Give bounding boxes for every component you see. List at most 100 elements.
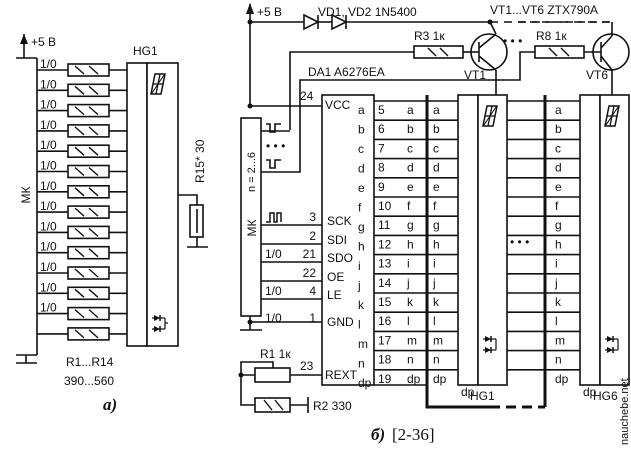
ic-output-label: j bbox=[357, 279, 361, 293]
ic-output-label: n bbox=[358, 357, 365, 371]
display-hg1-label: HG1 bbox=[470, 389, 495, 403]
vt1-emitter-wire bbox=[489, 21, 497, 35]
bus-label: h bbox=[433, 237, 440, 251]
bus-label: l bbox=[433, 314, 436, 328]
bus-label: f bbox=[555, 199, 559, 213]
display-pin-label: dp bbox=[583, 385, 597, 399]
ellipsis-top: • • • bbox=[503, 34, 522, 48]
pin-number: 10 bbox=[378, 199, 392, 213]
driver-ic-da1 bbox=[321, 94, 375, 386]
pin-number: 4 bbox=[309, 284, 316, 298]
caption-b-italic: б) bbox=[371, 425, 385, 444]
bus-label: j bbox=[554, 276, 558, 290]
bus-label: f bbox=[433, 199, 437, 213]
bus-label: a bbox=[555, 103, 562, 117]
display-hg6-label: HG6 bbox=[593, 389, 618, 403]
supply-label-a: +5 В bbox=[31, 35, 56, 49]
bus-label: e bbox=[555, 180, 562, 194]
io-label: 1/0 bbox=[40, 199, 57, 213]
resistor bbox=[67, 225, 110, 240]
io-label: 1/0 bbox=[40, 98, 57, 112]
pin-24-label: 24 bbox=[300, 89, 314, 103]
ic-output-label: f bbox=[358, 201, 362, 215]
bus-label: e bbox=[433, 180, 440, 194]
bus-label: e bbox=[407, 180, 414, 194]
supply-label-b: +5 В bbox=[257, 5, 282, 19]
display-pin-column-a bbox=[126, 62, 148, 347]
decimal-point-diodes-icon bbox=[152, 315, 168, 332]
mcu-label-a: МК bbox=[19, 187, 33, 204]
pin-number: 21 bbox=[303, 247, 317, 261]
io-label: 1/0 bbox=[40, 77, 57, 91]
pin-number: 6 bbox=[378, 122, 385, 136]
resistor-r2 bbox=[254, 397, 291, 413]
bus-label: a bbox=[407, 103, 414, 117]
resistor-r8 bbox=[534, 45, 585, 59]
ic-output-label: a bbox=[358, 103, 365, 117]
bus-label: d bbox=[433, 161, 440, 175]
pin-name: SDO bbox=[327, 251, 353, 265]
mcu-n-label: n = 2...6 bbox=[246, 152, 258, 192]
sixteen-segment-icon bbox=[604, 105, 620, 127]
caption-a: а) bbox=[103, 395, 117, 414]
resistor bbox=[67, 266, 110, 280]
figure-a: +5 В МК a1/0b1/0c1/0d1/0e1/0f1/0g1/0h1/0… bbox=[16, 34, 208, 414]
bus-label: d bbox=[407, 161, 414, 175]
vt1-emitter bbox=[478, 33, 497, 49]
bus-label: k bbox=[555, 295, 562, 309]
resistor bbox=[67, 245, 110, 260]
r8-label: R8 1к bbox=[536, 29, 567, 43]
ic-output-label: m bbox=[358, 337, 368, 351]
display-hg6-body bbox=[599, 94, 630, 386]
resistor bbox=[67, 185, 110, 199]
pin-23-label: 23 bbox=[300, 359, 314, 373]
watermark: nauchebe.net bbox=[619, 378, 631, 445]
caption-b-ref: [2-36] bbox=[392, 425, 434, 444]
io-label: 1/0 bbox=[40, 138, 57, 152]
r2-wire bbox=[240, 375, 255, 406]
pin-number: 2 bbox=[309, 229, 316, 243]
pin-number: 7 bbox=[378, 141, 385, 155]
driver-label: DA1 A6276EA bbox=[308, 65, 385, 79]
mcu-out-n bbox=[261, 140, 301, 173]
resistor-r3 bbox=[413, 45, 464, 59]
figure-b: +5 В VD1, VD2 1N5400 VT1...VT6 ZTX790A V… bbox=[238, 3, 630, 444]
pin-name-rext: REXT bbox=[325, 368, 358, 382]
pin-name-vcc: VCC bbox=[325, 98, 351, 112]
bus-label: g bbox=[555, 218, 562, 232]
bus-label: n bbox=[555, 353, 562, 367]
ic-output-label: g bbox=[358, 220, 365, 234]
mcu-label-b: МК bbox=[245, 220, 259, 237]
supply-arrow-icon-b bbox=[246, 3, 254, 14]
pin-number: 22 bbox=[303, 266, 317, 280]
io-label: 1/0 bbox=[265, 311, 282, 325]
resistors-label-a: R1...R14 bbox=[66, 355, 114, 369]
pin-number: 15 bbox=[378, 295, 392, 309]
pulse-low-icon-1 bbox=[266, 123, 281, 133]
vt6-label: VT6 bbox=[586, 68, 608, 82]
display-hg6-pins bbox=[579, 94, 601, 386]
pin-name: OE bbox=[327, 270, 344, 284]
bus-label: h bbox=[407, 237, 414, 251]
display-label-a: HG1 bbox=[133, 44, 158, 58]
diodes-label: VD1, VD2 1N5400 bbox=[318, 5, 417, 19]
io-label: 1/0 bbox=[265, 247, 282, 261]
pin-number: 12 bbox=[378, 237, 392, 251]
decimal-point-diodes-icon bbox=[605, 336, 619, 353]
io-label: 1/0 bbox=[40, 179, 57, 193]
pin-name: SDI bbox=[327, 233, 347, 247]
pin-number: 16 bbox=[378, 314, 392, 328]
diode-vd1-icon bbox=[303, 13, 320, 31]
bus-label: k bbox=[407, 295, 414, 309]
bus-label: g bbox=[433, 218, 440, 232]
bus-label: j bbox=[432, 276, 436, 290]
pin-number: 19 bbox=[378, 372, 392, 386]
resistor bbox=[67, 103, 110, 118]
resistor bbox=[67, 83, 110, 98]
bus-label: b bbox=[555, 122, 562, 136]
resistor bbox=[67, 286, 110, 301]
dp-bus-line bbox=[425, 385, 490, 409]
bus-label: c bbox=[555, 141, 561, 155]
